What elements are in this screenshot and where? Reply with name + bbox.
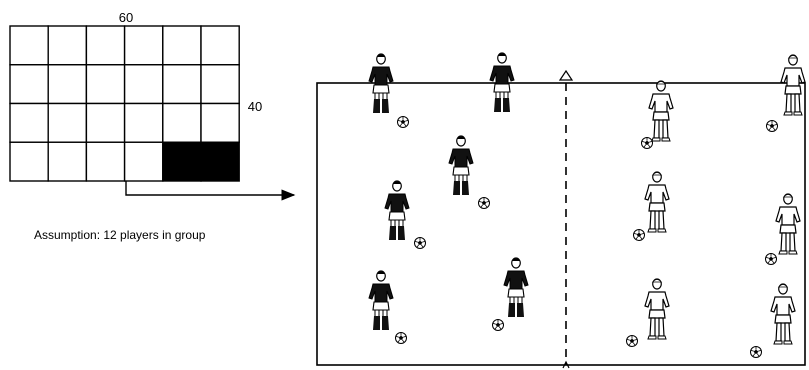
cone-icon [558,69,574,81]
grid-cell [85,25,126,66]
grid-cell [85,141,126,182]
ball-icon [626,335,638,347]
ball-icon [397,116,409,128]
grid-cell [123,64,164,105]
grid-cell [200,25,240,66]
grid-cell [47,25,88,66]
field-boundary [316,82,806,366]
ball-icon [633,229,645,241]
ball-icon [395,332,407,344]
grid-cell [162,102,202,143]
playing-field [316,69,806,369]
grid-60x40: 60 40 [9,10,262,182]
grid-cell [200,64,240,105]
ball-icon [641,137,653,149]
grid-cell [85,102,126,143]
grid-cell [47,141,88,182]
grid-cells [9,25,240,182]
ball-icon [478,197,490,209]
ball-icon [765,253,777,265]
grid-cell [9,141,49,182]
grid-cell-filled [200,141,240,182]
ball-icon [766,120,778,132]
grid-cell [9,64,49,105]
grid-cell [47,102,88,143]
arrow-to-field [125,181,296,201]
grid-cell [162,64,202,105]
grid-cell [123,25,164,66]
ball-icon [750,346,762,358]
grid-cell [123,141,164,182]
grid-cell [123,102,164,143]
grid-cell-filled [162,141,202,182]
grid-cell [9,102,49,143]
grid-cell [47,64,88,105]
grid-width-label: 60 [119,10,133,25]
grid-cell [162,25,202,66]
grid-height-label: 40 [248,99,262,114]
grid-cell [85,64,126,105]
grid-cell [9,25,49,66]
ball-icon [492,319,504,331]
grid-cell [200,102,240,143]
assumption-text: Assumption: 12 players in group [34,228,206,242]
cone-icon-bottom [562,360,570,369]
ball-icon [414,237,426,249]
